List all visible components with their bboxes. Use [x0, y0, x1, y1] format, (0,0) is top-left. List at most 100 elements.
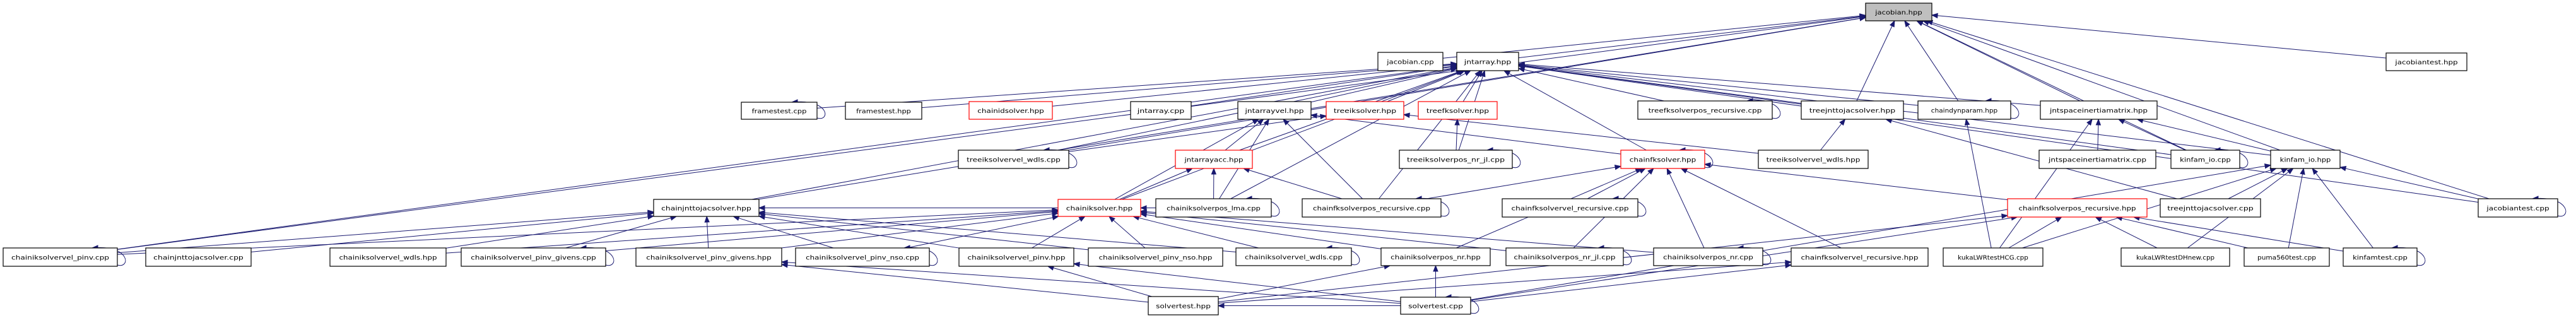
- node-box[interactable]: [1418, 101, 1498, 120]
- graph-node-puma560test-cpp[interactable]: puma560test.cpp: [2244, 247, 2330, 267]
- graph-node-chainiksolverpos-lma-cpp[interactable]: chainiksolverpos_lma.cpp: [1155, 198, 1272, 218]
- node-box[interactable]: [2343, 247, 2418, 267]
- graph-node-framestest-hpp[interactable]: framestest.hpp: [845, 102, 922, 120]
- node-box[interactable]: [1943, 247, 2044, 267]
- graph-node-kinfam-io-hpp[interactable]: kinfam_io.hpp: [2270, 150, 2341, 169]
- node-box[interactable]: [1502, 198, 1638, 218]
- node-box[interactable]: [1235, 247, 1352, 266]
- node-box[interactable]: [2478, 198, 2558, 218]
- node-box[interactable]: [1637, 100, 1773, 120]
- graph-node-framestest-cpp[interactable]: framestest.cpp: [741, 102, 818, 120]
- graph-node-chainfksolver-hpp[interactable]: chainfksolver.hpp: [1620, 150, 1705, 169]
- graph-node-treeiksolvervel-wdls-hpp[interactable]: treeiksolvervel_wdls.hpp: [1758, 150, 1869, 169]
- node-box[interactable]: [2244, 247, 2330, 267]
- graph-node-chainiksolverpos-nr-cpp[interactable]: chainiksolverpos_nr.cpp: [1653, 247, 1763, 266]
- graph-node-chainiksolvervel-pinv-cpp[interactable]: chainiksolvervel_pinv.cpp: [3, 247, 118, 267]
- node-box[interactable]: [1653, 247, 1763, 266]
- node-box[interactable]: [968, 101, 1053, 120]
- graph-node-solvertest-hpp[interactable]: solvertest.hpp: [1148, 296, 1219, 315]
- node-box[interactable]: [845, 102, 922, 120]
- graph-node-treeiksolverpos-nr-jl-cpp[interactable]: treeiksolverpos_nr_jl.cpp: [1399, 150, 1513, 169]
- graph-node-chaindynparam-hpp[interactable]: chaindynparam.hpp: [1917, 100, 2011, 120]
- node-box[interactable]: [635, 247, 782, 267]
- node-box[interactable]: [1801, 100, 1904, 120]
- graph-node-kinfam-io-cpp[interactable]: kinfam_io.cpp: [2170, 150, 2240, 169]
- graph-node-jntarrayacc-hpp[interactable]: jntarrayacc.hpp: [1175, 150, 1253, 169]
- graph-node-chainjnttojacsolver-hpp[interactable]: chainjnttojacsolver.hpp: [653, 199, 760, 217]
- graph-node-chainiksolverpos-nr-jl-cpp[interactable]: chainiksolverpos_nr_jl.cpp: [1505, 247, 1624, 266]
- graph-node-treejnttojacsolver-hpp[interactable]: treejnttojacsolver.hpp: [1801, 100, 1904, 120]
- node-box[interactable]: [2038, 150, 2156, 169]
- graph-node-kukaLWRtestDHnew-cpp[interactable]: kukaLWRtestDHnew.cpp: [2120, 247, 2230, 267]
- node-box[interactable]: [2160, 198, 2261, 218]
- graph-node-jacobian-hpp[interactable]: jacobian.hpp: [1865, 3, 1932, 21]
- node-box[interactable]: [795, 247, 930, 267]
- node-box[interactable]: [1237, 101, 1312, 120]
- node-box[interactable]: [1758, 150, 1869, 169]
- node-box[interactable]: [1057, 199, 1141, 217]
- node-box[interactable]: [2170, 150, 2240, 169]
- graph-node-chainiksolver-hpp[interactable]: chainiksolver.hpp: [1057, 199, 1141, 217]
- node-box[interactable]: [1088, 247, 1223, 267]
- node-box[interactable]: [1620, 150, 1705, 169]
- graph-node-jntspaceinertiamatrix-hpp[interactable]: jntspaceinertiamatrix.hpp: [2040, 100, 2158, 120]
- graph-node-treejnttojacsolver-cpp[interactable]: treejnttojacsolver.cpp: [2160, 198, 2261, 218]
- graph-node-jntarray-hpp[interactable]: jntarray.hpp: [1456, 52, 1519, 71]
- node-box[interactable]: [1175, 150, 1253, 169]
- node-box[interactable]: [2120, 247, 2230, 267]
- graph-node-chainiksolvervel-pinv-hpp[interactable]: chainiksolvervel_pinv.hpp: [958, 247, 1074, 267]
- graph-node-jacobiantest-hpp[interactable]: jacobiantest.hpp: [2385, 52, 2467, 71]
- node-box[interactable]: [1130, 101, 1192, 120]
- node-box[interactable]: [2385, 52, 2467, 71]
- graph-node-chainfksolverpos-recursive-cpp[interactable]: chainfksolverpos_recursive.cpp: [1302, 198, 1442, 218]
- graph-node-chainfksolvervel-recursive-cpp[interactable]: chainfksolvervel_recursive.cpp: [1502, 198, 1638, 218]
- graph-node-treefksolverpos-recursive-cpp[interactable]: treefksolverpos_recursive.cpp: [1637, 100, 1773, 120]
- node-box[interactable]: [2270, 150, 2341, 169]
- graph-node-treefksolver-hpp[interactable]: treefksolver.hpp: [1418, 101, 1498, 120]
- graph-node-treeiksolver-hpp[interactable]: treeiksolver.hpp: [1326, 101, 1404, 120]
- node-box[interactable]: [145, 247, 252, 267]
- node-box[interactable]: [1917, 100, 2011, 120]
- graph-node-chainfksolvervel-recursive-hpp[interactable]: chainfksolvervel_recursive.hpp: [1791, 247, 1929, 267]
- node-box[interactable]: [958, 150, 1069, 169]
- graph-node-jacobian-cpp[interactable]: jacobian.cpp: [1377, 52, 1444, 71]
- node-box[interactable]: [1399, 150, 1513, 169]
- node-box[interactable]: [461, 247, 606, 267]
- node-box[interactable]: [1148, 296, 1219, 315]
- node-box[interactable]: [1155, 198, 1272, 218]
- node-box[interactable]: [1505, 247, 1624, 266]
- graph-node-chainiksolvervel-pinv-givens-cpp[interactable]: chainiksolvervel_pinv_givens.cpp: [461, 247, 606, 267]
- node-box[interactable]: [958, 247, 1074, 267]
- graph-node-chainiksolverpos-nr-hpp[interactable]: chainiksolverpos_nr.hpp: [1380, 247, 1491, 266]
- graph-node-chainiksolvervel-wdls-cpp[interactable]: chainiksolvervel_wdls.cpp: [1235, 247, 1352, 266]
- graph-node-treeiksolvervel-wdls-cpp[interactable]: treeiksolvervel_wdls.cpp: [958, 150, 1069, 169]
- node-box[interactable]: [741, 102, 818, 120]
- graph-node-chainiksolvervel-pinv-nso-hpp[interactable]: chainiksolvervel_pinv_nso.hpp: [1088, 247, 1223, 267]
- graph-node-chainiksolvervel-wdls-hpp[interactable]: chainiksolvervel_wdls.hpp: [329, 247, 447, 267]
- graph-node-jntarray-cpp[interactable]: jntarray.cpp: [1130, 101, 1192, 120]
- graph-node-jntarrayvel-hpp[interactable]: jntarrayvel.hpp: [1237, 101, 1312, 120]
- node-box[interactable]: [3, 247, 118, 267]
- graph-node-solvertest-cpp[interactable]: solvertest.cpp: [1400, 297, 1471, 315]
- graph-node-jntspaceinertiamatrix-cpp[interactable]: jntspaceinertiamatrix.cpp: [2038, 150, 2156, 169]
- graph-node-chainfksolverpos-recursive-hpp[interactable]: chainfksolverpos_recursive.hpp: [2007, 198, 2148, 218]
- node-box[interactable]: [1456, 52, 1519, 71]
- graph-node-kinfamtest-cpp[interactable]: kinfamtest.cpp: [2343, 247, 2418, 267]
- node-box[interactable]: [329, 247, 447, 267]
- node-box[interactable]: [2007, 198, 2148, 218]
- node-box[interactable]: [2040, 100, 2158, 120]
- graph-node-chainiksolvervel-pinv-nso-cpp[interactable]: chainiksolvervel_pinv_nso.cpp: [795, 247, 930, 267]
- node-box[interactable]: [1326, 101, 1404, 120]
- node-box[interactable]: [1865, 3, 1932, 21]
- node-box[interactable]: [1400, 297, 1471, 315]
- graph-node-jacobiantest-cpp[interactable]: jacobiantest.cpp: [2478, 198, 2558, 218]
- graph-node-chainjnttojacsolver-cpp[interactable]: chainjnttojacsolver.cpp: [145, 247, 252, 267]
- node-box[interactable]: [1791, 247, 1929, 267]
- node-box[interactable]: [653, 199, 760, 217]
- node-box[interactable]: [1380, 247, 1491, 266]
- graph-node-chainiksolvervel-pinv-givens-hpp[interactable]: chainiksolvervel_pinv_givens.hpp: [635, 247, 782, 267]
- graph-node-chainidsolver-hpp[interactable]: chainidsolver.hpp: [968, 101, 1053, 120]
- graph-node-kukaLWRtestHCG-cpp[interactable]: kukaLWRtestHCG.cpp: [1943, 247, 2044, 267]
- node-box[interactable]: [1377, 52, 1444, 71]
- node-box[interactable]: [1302, 198, 1442, 218]
